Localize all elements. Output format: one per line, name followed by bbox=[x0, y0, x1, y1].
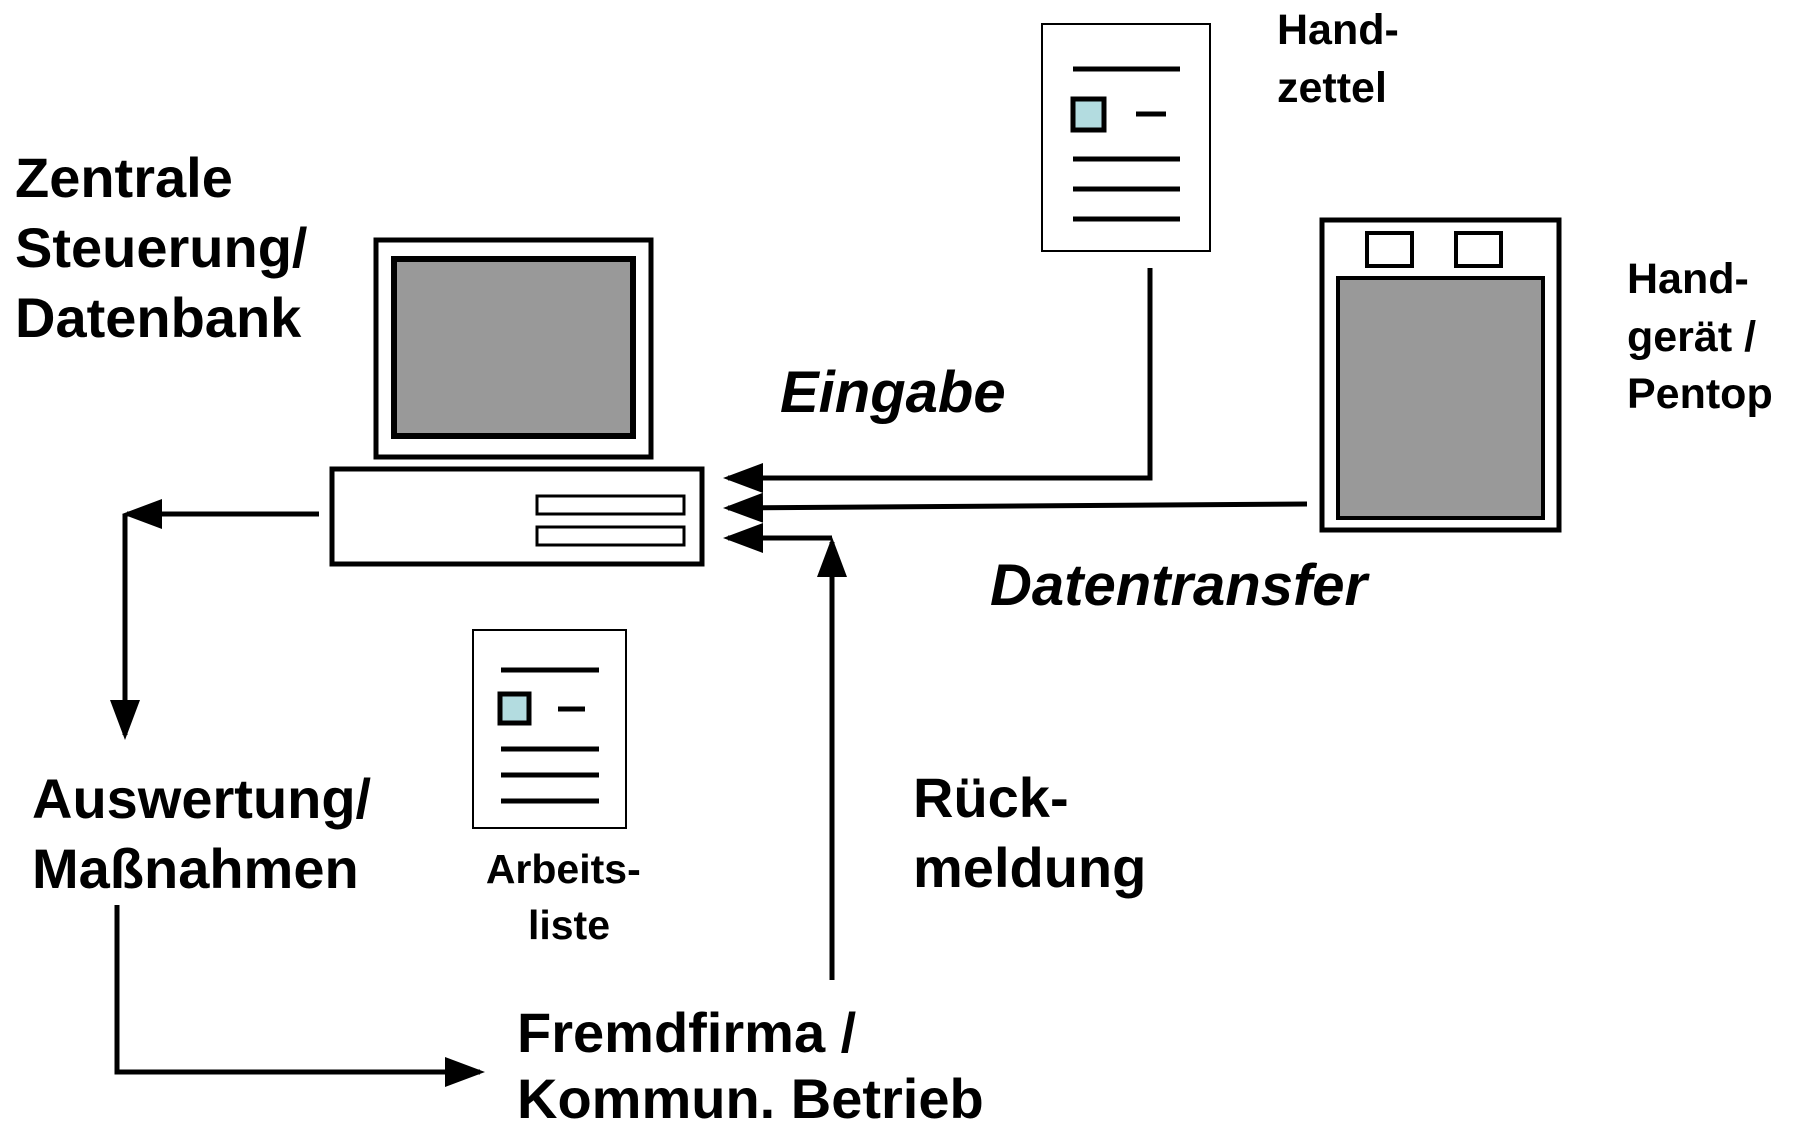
auswertung-label-line: Auswertung/ bbox=[32, 767, 372, 830]
rueckmeldung-label: Rück- meldung bbox=[913, 766, 1146, 899]
device-screen bbox=[1336, 276, 1545, 520]
datentransfer-label: Datentransfer bbox=[990, 553, 1371, 618]
handgeraet-label-line: Hand- bbox=[1627, 255, 1749, 303]
arbeitsliste-checkbox bbox=[497, 691, 532, 726]
handgeraet-label: Hand- gerät / Pentop bbox=[1627, 255, 1773, 418]
eingabe-label: Eingabe bbox=[780, 360, 1006, 425]
fremdfirma-label-line: Kommun. Betrieb bbox=[517, 1067, 984, 1123]
device-button-1 bbox=[1365, 231, 1414, 268]
fremdfirma-label-line: Fremdfirma / bbox=[517, 1001, 857, 1064]
auswertung-label-line: Maßnahmen bbox=[32, 837, 359, 900]
fremdfirma-label: Fremdfirma / Kommun. Betrieb bbox=[517, 1001, 984, 1123]
eingabe-arrow bbox=[723, 268, 1153, 493]
drive-bay-2 bbox=[535, 525, 686, 547]
monitor-screen bbox=[391, 256, 636, 439]
datentransfer-arrow bbox=[723, 492, 1308, 523]
handzettel-paper bbox=[1041, 23, 1211, 252]
device-button-2 bbox=[1454, 231, 1503, 268]
arbeitsliste-label-line: liste bbox=[528, 902, 610, 948]
central-label-line: Steuerung/ bbox=[15, 216, 308, 279]
rueckmeldung-label-line: meldung bbox=[913, 836, 1146, 899]
handzettel-checkbox bbox=[1070, 96, 1107, 133]
arbeitsliste-paper bbox=[472, 629, 627, 829]
central-label-line: Datenbank bbox=[15, 286, 302, 349]
arbeitsliste-label: Arbeits- liste bbox=[486, 846, 652, 948]
arbeitsliste-label-line: Arbeits- bbox=[486, 846, 641, 892]
central-label: Zentrale Steuerung/ Datenbank bbox=[15, 146, 323, 349]
handzettel-document-icon bbox=[1041, 23, 1211, 252]
rueckmeldung-label-line: Rück- bbox=[913, 766, 1069, 829]
auswertung-to-fremdfirma-arrow bbox=[114, 905, 485, 1087]
connectors bbox=[110, 268, 1308, 1087]
auswertung-label: Auswertung/ Maßnahmen bbox=[32, 767, 387, 900]
handzettel-label: Hand- zettel bbox=[1277, 6, 1411, 112]
handgeraet-label-line: gerät / bbox=[1627, 313, 1756, 361]
drive-bay-1 bbox=[535, 494, 686, 516]
computer-icon bbox=[329, 237, 705, 567]
handzettel-label-line: zettel bbox=[1277, 64, 1387, 112]
arbeitsliste-document-icon bbox=[472, 629, 627, 829]
computer-base bbox=[329, 466, 705, 567]
central-label-line: Zentrale bbox=[15, 146, 233, 209]
handzettel-label-line: Hand- bbox=[1277, 6, 1399, 54]
handheld-device-icon bbox=[1319, 217, 1562, 533]
handgeraet-label-line: Pentop bbox=[1627, 370, 1773, 418]
